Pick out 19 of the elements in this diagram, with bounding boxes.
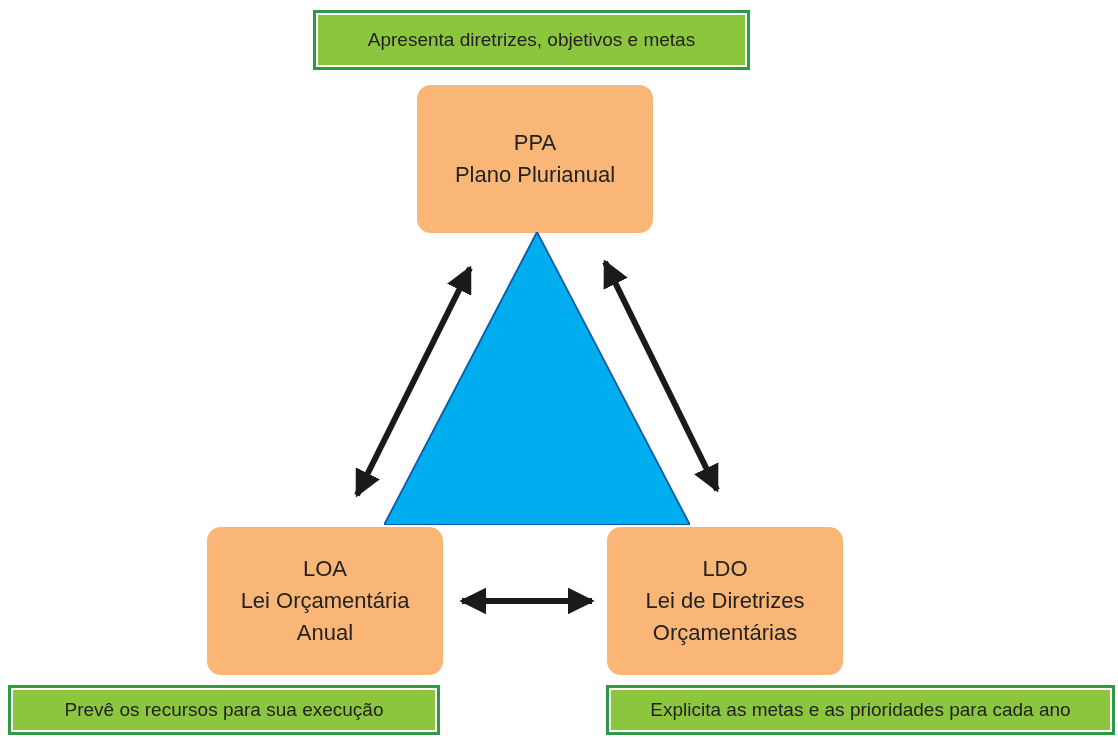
- process-box: [207, 527, 443, 675]
- double-arrow: [459, 587, 595, 615]
- note-box: [313, 10, 750, 70]
- box-text: LDO: [702, 555, 748, 584]
- double-arrow: [602, 259, 720, 493]
- box-text: Lei Orçamentária Anual: [239, 587, 411, 647]
- box-text: LOA: [303, 555, 347, 584]
- box-text: Explicita as metas e as prioridades para cada ano: [650, 699, 1071, 721]
- process-box: [417, 85, 653, 233]
- box-text: Lei de Diretrizes Orçamentárias: [644, 587, 806, 647]
- note-box: [8, 685, 440, 735]
- note-box: [606, 685, 1115, 735]
- box-text: Plano Plurianual: [454, 161, 616, 189]
- box-text: PPA: [513, 129, 557, 158]
- double-arrow: [354, 265, 473, 498]
- process-box: [607, 527, 843, 675]
- triangle-shape: [384, 232, 690, 525]
- box-text: Apresenta diretrizes, objetivos e metas: [367, 29, 696, 51]
- box-text: Prevê os recursos para sua execução: [64, 699, 384, 721]
